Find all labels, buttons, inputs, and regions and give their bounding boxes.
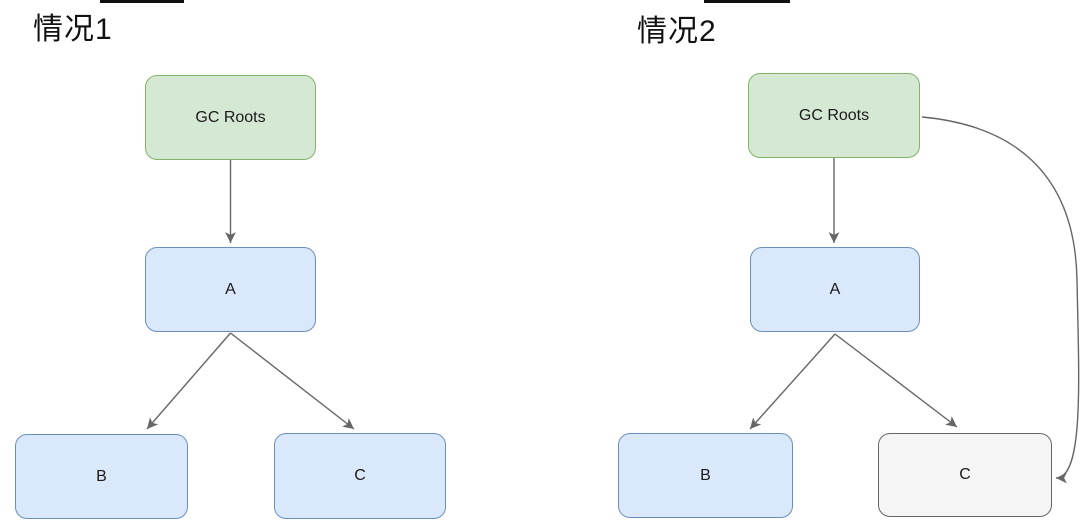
edge-a-to-c	[834, 333, 958, 428]
cropped-text-sliver-2	[704, 0, 790, 3]
edge-a-to-b	[749, 333, 836, 430]
node-c-case1: C	[274, 433, 446, 519]
node-b-case1: B	[15, 434, 188, 519]
node-gc-roots-case1: GC Roots	[145, 75, 316, 160]
cropped-text-sliver-1	[100, 0, 184, 3]
edge-a-to-c	[230, 332, 355, 430]
node-a-case2: A	[750, 247, 920, 332]
node-gc-roots-case2: GC Roots	[748, 73, 920, 158]
edge-gc-roots-to-c-side	[921, 116, 1080, 484]
node-b-case2: B	[618, 433, 793, 518]
diagram-title-case-2: 情况2	[637, 15, 717, 48]
diagram-title-case-1: 情况1	[33, 13, 113, 46]
node-a-case1: A	[145, 247, 316, 332]
node-c-case2: C	[878, 433, 1052, 517]
edge-a-to-b	[146, 332, 232, 430]
